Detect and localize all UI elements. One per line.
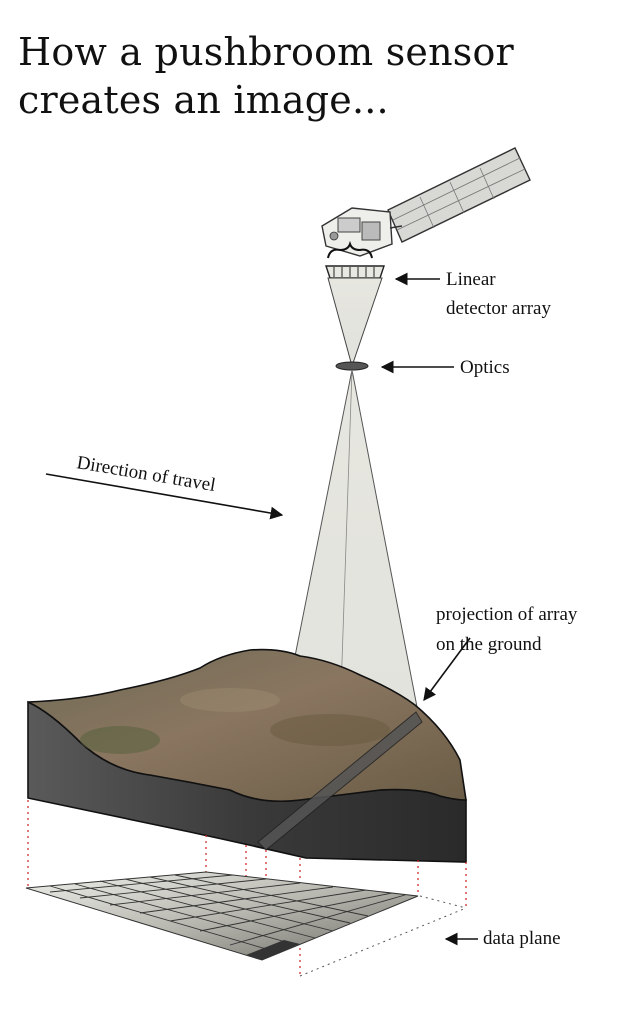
title-line-2: creates an image... — [18, 78, 389, 122]
label-detector-array: detector array — [446, 298, 551, 319]
solar-panel — [387, 147, 531, 243]
direction-arrow-icon — [45, 473, 284, 520]
label-projection-line-1: projection of array — [436, 604, 578, 625]
projection-arrow-icon — [423, 637, 471, 702]
data-plane-grid — [25, 871, 419, 961]
data-plane-outline — [299, 895, 467, 977]
satellite-body — [321, 207, 403, 257]
terrain-block — [27, 648, 467, 863]
label-linear: Linear — [446, 269, 496, 290]
label-data-plane: data plane — [483, 928, 561, 949]
detector-cone — [327, 277, 383, 368]
satellite — [321, 147, 531, 259]
optics-lens — [335, 361, 369, 371]
diagram-title: How a pushbroom sensor creates an image.… — [18, 28, 578, 124]
label-direction-of-travel: Direction of travel — [75, 452, 217, 496]
detector-array — [325, 265, 385, 279]
ground-swath — [257, 711, 423, 851]
brace-icon — [327, 240, 373, 259]
title-line-1: How a pushbroom sensor — [18, 30, 514, 74]
label-optics: Optics — [460, 357, 510, 378]
label-projection-line-2: on the ground — [436, 634, 542, 655]
